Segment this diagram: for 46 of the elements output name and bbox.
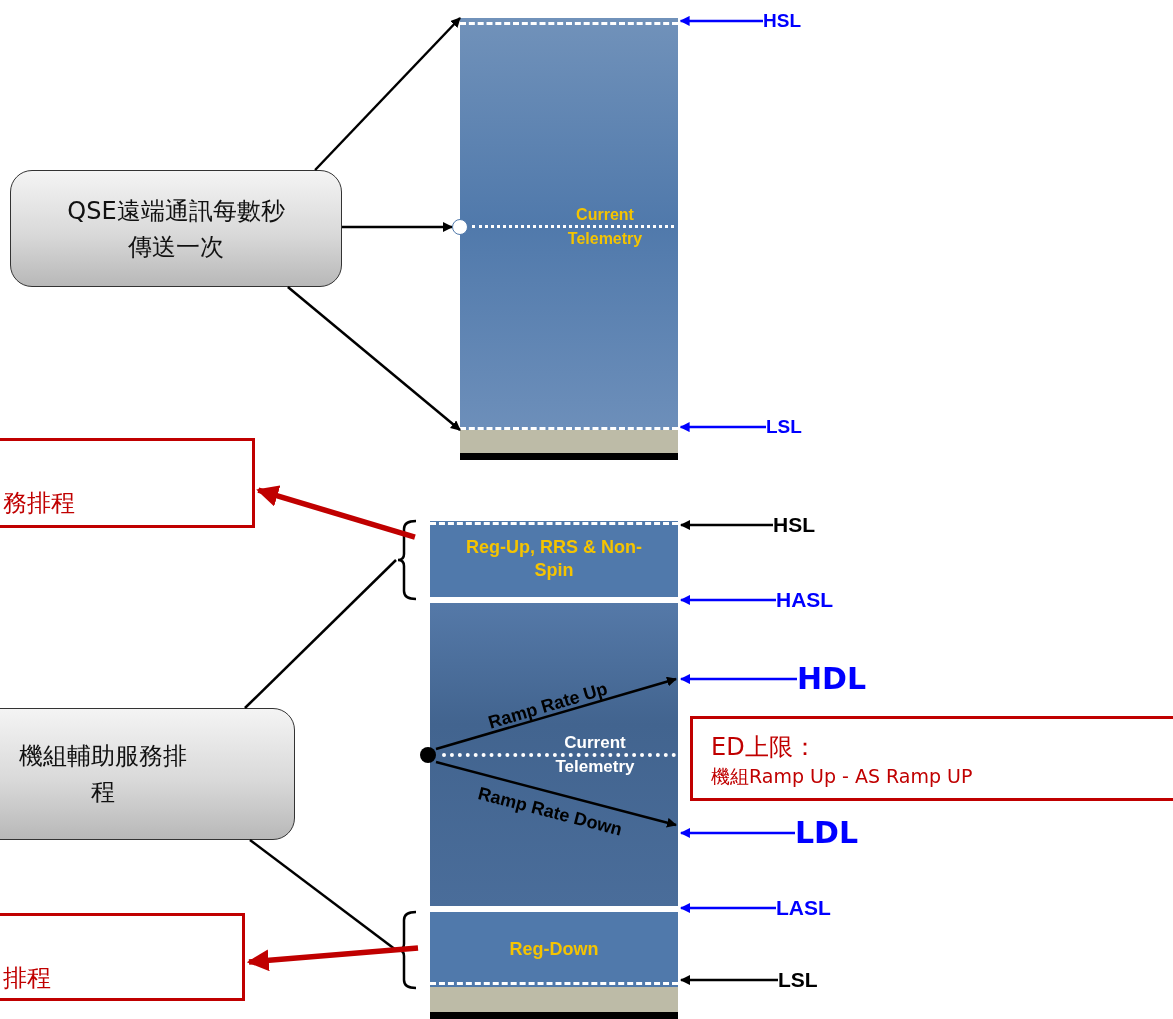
box-text: 機組輔助服務排程 [17,741,188,808]
arrow [435,760,677,828]
limit-label: LSL [778,966,853,994]
telemetry-label: Current Telemetry [540,203,670,251]
edge-label: Ramp Rate Up [486,678,610,734]
band-label: Reg-Down [508,937,600,961]
arrow [435,676,677,751]
arrow [680,975,778,985]
limit-label: LSL [766,414,836,440]
note-text: 排程 [3,964,51,992]
limit-label: LDL [795,813,885,853]
rounded-box [10,170,342,287]
limit-label: HDL [797,659,887,699]
arrow [680,674,797,685]
edge-label: Ramp Rate Down [475,783,625,841]
note-text: ED上限： [711,732,817,763]
note-box [690,716,1173,801]
arrow [287,286,461,431]
band-label: Reg-Up, RRS & Non-Spin [465,535,643,582]
box-text: QSE遠端通訊每數秒傳送一次 [66,195,286,263]
note-text: 務排程 [3,489,75,517]
note-box [0,438,255,528]
reserve-band [430,912,678,987]
limit-label: HASL [776,586,876,614]
curly-bracket [396,519,418,601]
marker-circle [420,747,436,763]
arrow [680,594,776,605]
note-text: 機組Ramp Up - AS Ramp UP [711,764,973,789]
arrow [314,17,461,171]
limit-label: HSL [773,511,848,539]
reserve-band [430,521,678,597]
marker-circle [452,219,468,235]
limit-label: LASL [776,894,876,922]
rounded-box [0,708,295,840]
arrow [679,15,763,26]
arrow [679,422,766,433]
arrow [256,485,416,540]
arrow [680,903,776,913]
limit-label: HSL [763,8,833,34]
arrow [246,945,419,972]
connector-line [244,559,397,709]
arrow [342,222,453,232]
arrow [680,520,773,531]
note-box [0,913,245,1001]
telemetry-label: Current Telemetry [530,731,660,779]
arrow [680,828,795,838]
